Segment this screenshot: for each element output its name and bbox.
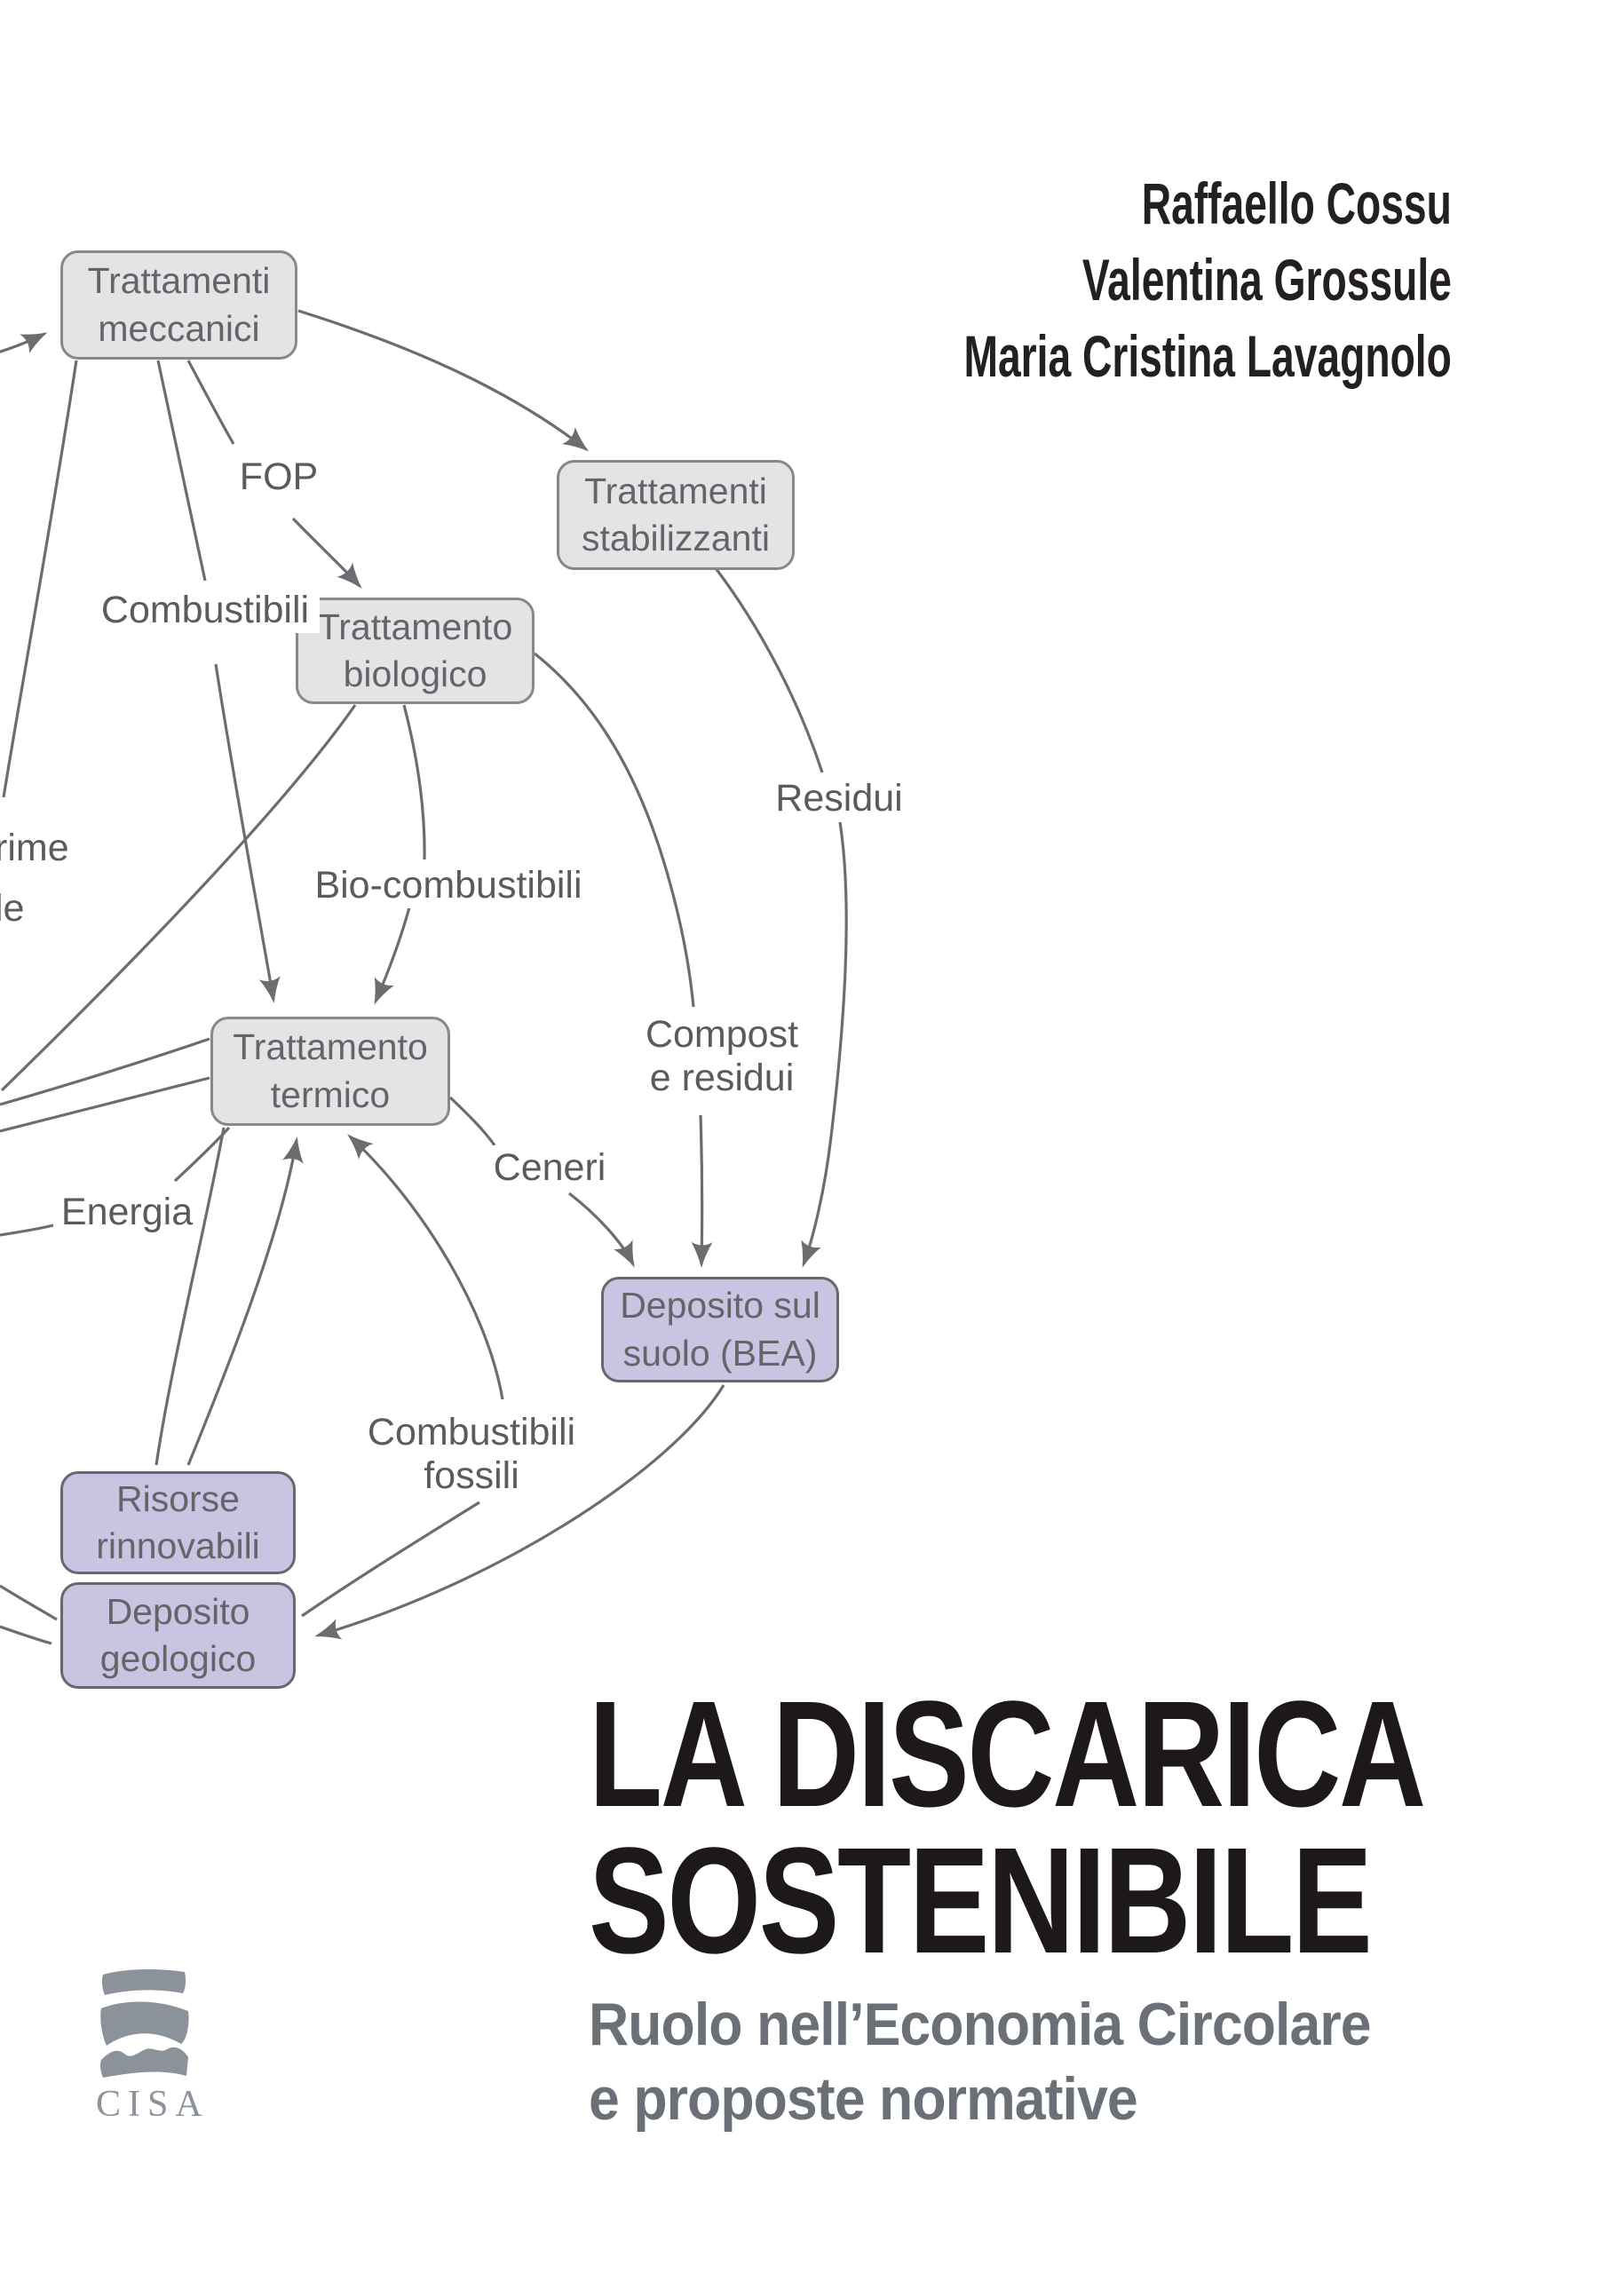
node-label-line: termico [270,1073,391,1115]
node-trattamento-biologico: Trattamento biologico [296,598,535,704]
edge-meccanici-to-stabilizzanti [297,309,590,452]
edge-meccanici-to-termico-b [214,663,281,1003]
node-label-line: Deposito sul [620,1285,820,1327]
edge-label-cut-le: le [0,886,48,932]
node-label-line: rinnovabili [96,1525,260,1566]
edge-label-line: Compost [645,1013,799,1056]
node-label-line: biologico [343,653,487,694]
book-subtitle-line: e proposte normative [589,2065,1138,2133]
edge-label-compost-e-residui: Compost e residui [622,1012,822,1102]
node-label-line: geologico [99,1638,257,1679]
publisher-logo: CISA [96,1966,210,2126]
node-deposito-geologico: Deposito geologico [60,1582,296,1689]
node-risorse-rinnovabili: Risorse rinnovabili [60,1471,296,1574]
node-label-line: stabilizzanti [582,518,770,558]
edge-risorse-to-termico [186,1136,304,1466]
node-label-line: Trattamento [233,1026,428,1068]
book-subtitle-line: Ruolo nell’Economia Circolare [589,1991,1372,2058]
logo-stroke-top [101,1968,186,1995]
book-title-line: LA DISCARICA [589,1670,1426,1839]
edge-termico-energia-b [0,1224,54,1237]
edge-biologico-to-termico-a [402,704,426,860]
node-label-line: Trattamenti [584,470,767,511]
edge-label-bio-combustibili: Bio-combustibili [309,863,588,909]
edge-termico-to-left-2 [0,1076,210,1133]
edge-geologico-fossili-b [347,1134,504,1400]
edge-input-to-meccanici [0,332,48,353]
edge-meccanici-to-termico-a [156,360,207,582]
node-trattamento-termico: Trattamento termico [210,1017,450,1126]
node-label-line: Trattamenti [87,260,271,302]
edge-left-to-geologico-2 [0,1625,52,1645]
edge-termico-to-left-1 [0,1037,210,1106]
edge-meccanici-to-left-materie [2,360,78,798]
node-label-line: Risorse [116,1477,240,1519]
edge-termico-to-bea-b [568,1192,635,1268]
author-names: Raffaello Cossu Valentina Grossule Maria… [964,165,1452,394]
edge-biologico-to-left [0,704,357,1092]
edge-label-ceneri: Ceneri [487,1145,613,1192]
edge-label-line: fossili [424,1454,519,1498]
edge-termico-to-bea-a [448,1096,496,1146]
cisa-logo-text: CISA [96,2084,210,2125]
edge-termico-to-risorse [154,1127,226,1466]
logo-stroke-middle [100,2001,189,2046]
edge-biologico-to-termico-b [374,907,411,1005]
edge-bea-to-geologico [314,1384,725,1640]
book-subtitle: Ruolo nell’Economia Circolare e proposte… [589,1987,1372,2136]
edge-stabilizzanti-to-bea-a [714,567,824,773]
node-label-line: suolo (BEA) [622,1332,818,1374]
edge-stabilizzanti-to-bea-b [801,821,848,1268]
node-trattamenti-meccanici: Trattamenti meccanici [60,250,297,360]
author: Valentina Grossule [1082,247,1452,313]
edge-geologico-fossili-a [301,1501,480,1618]
edge-label-line: e residui [649,1057,795,1100]
node-deposito-sul-suolo-bea: Deposito sul suolo (BEA) [601,1277,839,1382]
edge-biologico-to-bea-a [534,652,695,1008]
book-title-line: SOSTENIBILE [589,1817,1373,1985]
edge-meccanici-to-biologico-a [186,360,235,445]
node-label-line: meccanici [98,307,260,349]
cisa-logo-icon [99,1968,189,2078]
logo-stroke-wave [99,2047,188,2078]
edge-label-energia: Energia [57,1190,197,1236]
author: Maria Cristina Lavagnolo [963,323,1452,389]
edge-biologico-to-bea-b [691,1114,713,1268]
edge-label-combustibili-fossili: Combustibili fossili [355,1410,588,1500]
edge-label-combustibili: Combustibili [91,588,320,634]
author: Raffaello Cossu [1141,170,1452,236]
edge-label-line: Combustibili [367,1411,576,1453]
book-title: LA DISCARICA SOSTENIBILE [589,1670,1426,1985]
edge-left-to-geologico-1 [0,1584,58,1621]
edge-label-cut-rime: rime [0,826,87,872]
node-label-line: Trattamento [317,606,513,647]
node-trattamenti-stabilizzanti: Trattamenti stabilizzanti [557,460,795,570]
edge-label-residui: Residui [769,776,909,822]
node-label-line: Deposito [106,1590,250,1632]
edge-label-fop: FOP [233,455,325,501]
edge-meccanici-to-biologico-b [291,517,362,589]
